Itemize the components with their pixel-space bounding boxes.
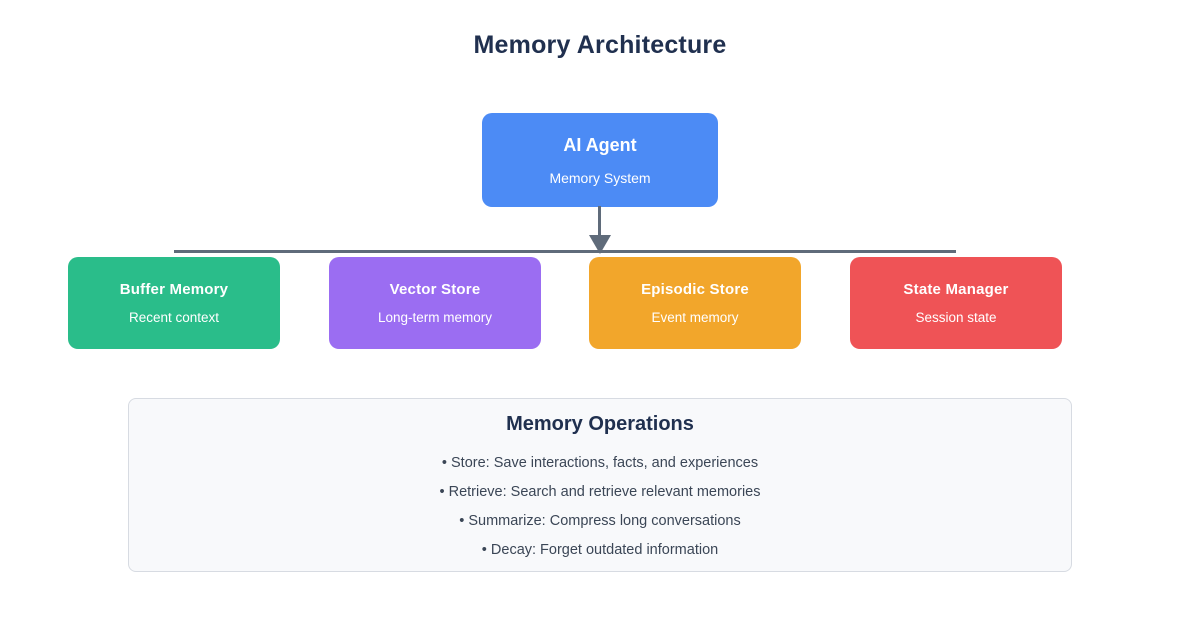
horizontal-connector-line <box>174 250 956 253</box>
operations-panel-title: Memory Operations <box>506 413 694 435</box>
operation-item-store: • Store: Save interactions, facts, and e… <box>441 455 759 471</box>
node-vector-store-subtitle: Long-term memory <box>377 310 493 325</box>
operation-item-retrieve: • Retrieve: Search and retrieve relevant… <box>439 484 761 500</box>
arrow-head-icon <box>589 235 611 254</box>
operation-item-summarize: • Summarize: Compress long conversations <box>459 513 741 529</box>
node-state-manager-subtitle: Session state <box>915 310 997 325</box>
node-episodic-store-subtitle: Event memory <box>651 310 739 325</box>
memory-operations-panel: Memory Operations • Store: Save interact… <box>128 398 1072 572</box>
operations-list: • Store: Save interactions, facts, and e… <box>129 449 1071 565</box>
node-buffer-memory-title: Buffer Memory <box>119 281 229 298</box>
node-state-manager: State Manager Session state <box>850 257 1062 349</box>
node-ai-agent-subtitle: Memory System <box>549 169 651 186</box>
arrow-stem <box>598 206 601 238</box>
node-buffer-memory-subtitle: Recent context <box>128 310 220 325</box>
diagram-title: Memory Architecture <box>473 31 727 59</box>
node-episodic-store-title: Episodic Store <box>641 281 749 298</box>
operation-item-decay: • Decay: Forget outdated information <box>481 542 719 558</box>
node-state-manager-title: State Manager <box>903 281 1009 298</box>
node-vector-store-title: Vector Store <box>389 281 481 298</box>
node-episodic-store: Episodic Store Event memory <box>589 257 801 349</box>
node-vector-store: Vector Store Long-term memory <box>329 257 541 349</box>
node-ai-agent-title: AI Agent <box>563 134 637 155</box>
node-buffer-memory: Buffer Memory Recent context <box>68 257 280 349</box>
node-ai-agent: AI Agent Memory System <box>482 113 718 207</box>
